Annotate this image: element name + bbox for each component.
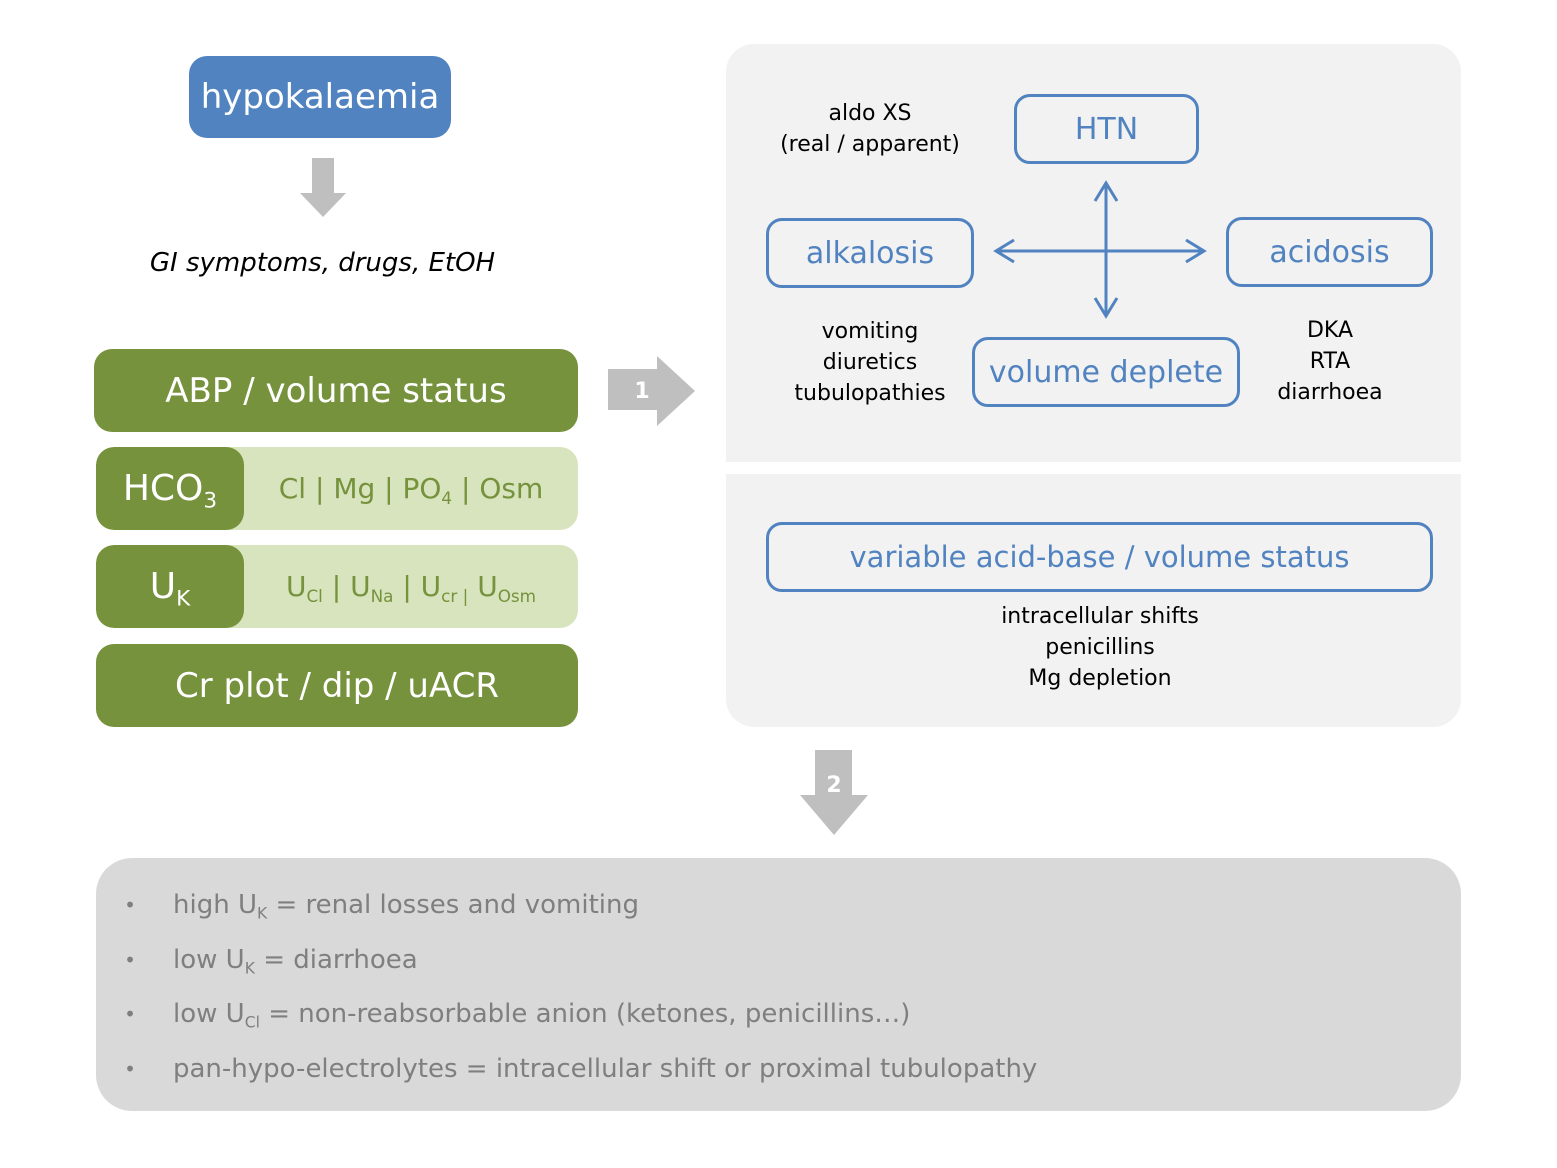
uk-row: UK UCl | UNa | Ucr | UOsm <box>96 545 578 628</box>
acidosis-box: acidosis <box>1226 217 1433 287</box>
alkalosis-cause: diuretics <box>822 350 918 375</box>
cr-plot-box: Cr plot / dip / uACR <box>96 644 578 727</box>
bullet-icon: • <box>124 1057 136 1081</box>
electrolytes-box: Cl | Mg | PO4 | Osm <box>244 447 578 530</box>
volume-deplete-box: volume deplete <box>972 337 1240 407</box>
hco3-label: HCO3 <box>122 468 218 514</box>
variable-cause: penicillins <box>1045 635 1155 660</box>
acidosis-causes: DKA RTA diarrhoea <box>1250 315 1410 408</box>
variable-status-label: variable acid-base / volume status <box>849 540 1350 574</box>
aldo-line-2: (real / apparent) <box>780 132 960 157</box>
variable-cause: Mg depletion <box>1028 666 1172 691</box>
bullet-icon: • <box>124 948 136 972</box>
alkalosis-cause: vomiting <box>821 319 919 344</box>
acidosis-cause: diarrhoea <box>1277 380 1383 405</box>
summary-box: • high UK = renal losses and vomiting • … <box>96 858 1461 1111</box>
uk-label: UK <box>149 566 191 612</box>
variable-causes: intracellular shifts penicillins Mg depl… <box>940 601 1260 694</box>
abp-label: ABP / volume status <box>165 370 507 411</box>
hypokalaemia-box: hypokalaemia <box>189 56 451 138</box>
variable-status-box: variable acid-base / volume status <box>766 522 1433 592</box>
down-arrow-2-icon <box>800 750 868 835</box>
variable-cause: intracellular shifts <box>1001 604 1199 629</box>
alkalosis-box: alkalosis <box>766 218 974 288</box>
summary-text: low UCl = non-reabsorbable anion (ketone… <box>173 999 911 1032</box>
acidosis-label: acidosis <box>1269 234 1390 270</box>
aldo-line-1: aldo XS <box>828 101 912 126</box>
acidosis-cause: RTA <box>1309 349 1351 374</box>
alkalosis-label: alkalosis <box>805 235 935 271</box>
abp-volume-status-box: ABP / volume status <box>94 349 578 432</box>
cross-arrows-icon <box>993 180 1207 319</box>
variable-panel <box>726 474 1461 727</box>
htn-label: HTN <box>1074 111 1139 147</box>
acidosis-cause: DKA <box>1306 318 1354 343</box>
alkalosis-causes: vomiting diuretics tubulopathies <box>770 316 970 409</box>
right-arrow-1-icon <box>608 356 695 426</box>
hypokalaemia-label: hypokalaemia <box>200 77 440 117</box>
urine-indices-label: UCl | UNa | Ucr | UOsm <box>285 570 537 606</box>
volume-deplete-label: volume deplete <box>988 354 1224 390</box>
summary-text: pan-hypo-electrolytes = intracellular sh… <box>173 1054 1038 1084</box>
uk-box: UK <box>96 545 244 628</box>
bullet-icon: • <box>124 893 136 917</box>
urine-indices-box: UCl | UNa | Ucr | UOsm <box>244 545 578 628</box>
arrow-2-label: 2 <box>826 772 842 798</box>
hco3-row: HCO3 Cl | Mg | PO4 | Osm <box>96 447 578 530</box>
htn-box: HTN <box>1014 94 1199 164</box>
alkalosis-cause: tubulopathies <box>794 381 946 406</box>
arrow-1-label: 1 <box>634 378 650 404</box>
cr-plot-label: Cr plot / dip / uACR <box>174 665 499 706</box>
summary-text: low UK = diarrhoea <box>173 945 418 978</box>
hco3-box: HCO3 <box>96 447 244 530</box>
bullet-icon: • <box>124 1002 136 1026</box>
down-arrow-icon <box>300 158 346 217</box>
context-text: GI symptoms, drugs, EtOH <box>149 248 496 278</box>
summary-text: high UK = renal losses and vomiting <box>173 890 640 923</box>
aldo-text: aldo XS (real / apparent) <box>760 98 980 160</box>
electrolytes-label: Cl | Mg | PO4 | Osm <box>278 472 544 508</box>
